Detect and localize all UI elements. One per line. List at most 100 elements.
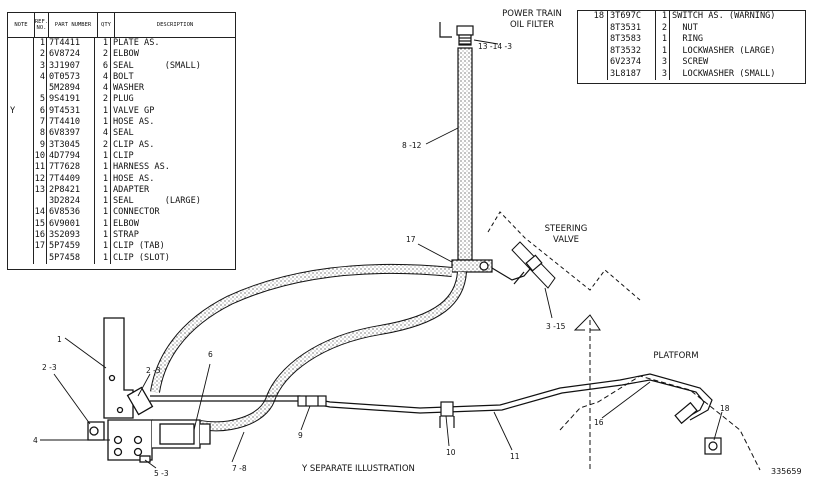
header-qty: QTY xyxy=(98,13,115,37)
cell-qty: 1 xyxy=(656,34,670,46)
cell-note xyxy=(8,71,34,84)
callout-7-8: 7 -8 xyxy=(232,464,247,473)
cell-part: 6V8397 xyxy=(47,128,95,140)
callout-2-3-right: 2 -3 xyxy=(146,366,161,375)
cell-part: 9S4191 xyxy=(47,94,95,106)
cell-ref xyxy=(578,22,608,34)
oil-filter-label: OIL FILTER xyxy=(510,20,554,30)
cell-ref: 12 xyxy=(34,173,47,185)
cell-note xyxy=(8,60,34,72)
cell-desc: ELBOW xyxy=(113,218,139,229)
cell-ref: 17 xyxy=(34,241,47,253)
cell-ref xyxy=(34,196,47,208)
cell-part: 9T4531 xyxy=(47,105,95,118)
cell-qty: 2 xyxy=(656,22,670,34)
valve-group xyxy=(107,386,211,463)
cell-part: 6V9001 xyxy=(47,218,95,231)
cell-desc: RING xyxy=(672,34,704,44)
cell-qty: 1 xyxy=(95,184,111,197)
cell-qty: 1 xyxy=(95,218,111,231)
cell-part: 6V2374 xyxy=(608,57,656,69)
cell-part: 0T0573 xyxy=(47,71,95,84)
cell-desc: CLIP (SLOT) xyxy=(113,252,170,263)
cell-desc: PLUG xyxy=(113,94,134,105)
cell-note xyxy=(8,218,34,231)
harness-connector xyxy=(297,395,327,407)
cell-ref: 11 xyxy=(34,162,47,174)
cell-qty: 1 xyxy=(95,173,111,185)
cell-ref: 6 xyxy=(34,105,47,118)
clip-10 xyxy=(439,401,455,428)
valve-label: VALVE xyxy=(553,235,579,245)
platform-outline xyxy=(559,375,761,471)
callout-10: 10 xyxy=(446,448,456,457)
cell-ref: 14 xyxy=(34,207,47,219)
callout-17: 17 xyxy=(406,235,416,244)
steering-label: STEERING xyxy=(545,224,588,234)
cell-note xyxy=(8,128,34,140)
cell-part: 4D7794 xyxy=(47,150,95,163)
cell-ref xyxy=(34,83,47,95)
cell-part: 3T697C xyxy=(608,11,656,23)
cell-ref: 10 xyxy=(34,150,47,163)
cell-part: 3S2093 xyxy=(47,230,95,242)
cell-qty: 1 xyxy=(95,252,111,264)
cell-part: 5P7459 xyxy=(47,241,95,253)
cell-qty: 1 xyxy=(95,117,111,129)
cell-ref: 3 xyxy=(34,60,47,72)
cell-qty: 1 xyxy=(95,150,111,163)
cell-qty: 2 xyxy=(95,49,111,61)
cell-note xyxy=(8,49,34,61)
steering-valve-outline xyxy=(487,211,641,301)
cell-part: 8T3531 xyxy=(608,22,656,34)
drawing-number: 335659 xyxy=(771,467,802,476)
oil-filter-fitting xyxy=(439,22,474,46)
cell-desc: CONNECTOR xyxy=(113,207,160,218)
cell-part: 7T4409 xyxy=(47,173,95,185)
cell-note xyxy=(8,162,34,174)
cell-note xyxy=(8,207,34,219)
cell-qty: 1 xyxy=(95,230,111,242)
cell-ref: 16 xyxy=(34,230,47,242)
cell-note xyxy=(8,184,34,197)
callout-11: 11 xyxy=(510,452,520,461)
cell-part: 8T3583 xyxy=(608,34,656,46)
cell-desc: CLIP xyxy=(113,150,134,161)
cell-desc: WASHER xyxy=(113,83,145,94)
cell-part: 3T3045 xyxy=(47,139,95,151)
callout-18: 18 xyxy=(720,404,730,413)
hose-to-valve-upper xyxy=(150,263,453,393)
cell-qty: 4 xyxy=(95,128,111,140)
vertical-hose xyxy=(457,47,473,261)
cell-qty: 4 xyxy=(95,83,111,95)
cell-note xyxy=(8,117,34,129)
cell-note xyxy=(8,173,34,185)
cell-desc: STRAP xyxy=(113,230,139,241)
cell-qty: 1 xyxy=(95,105,111,118)
cell-desc: SCREW xyxy=(672,57,709,67)
cell-desc: HOSE AS. xyxy=(113,117,155,128)
parts-list-table: NOTE REF. NO. PART NUMBER QTY DESCRIPTIO… xyxy=(7,12,236,270)
cell-part: 5P7458 xyxy=(47,252,95,264)
cell-note xyxy=(8,196,34,208)
